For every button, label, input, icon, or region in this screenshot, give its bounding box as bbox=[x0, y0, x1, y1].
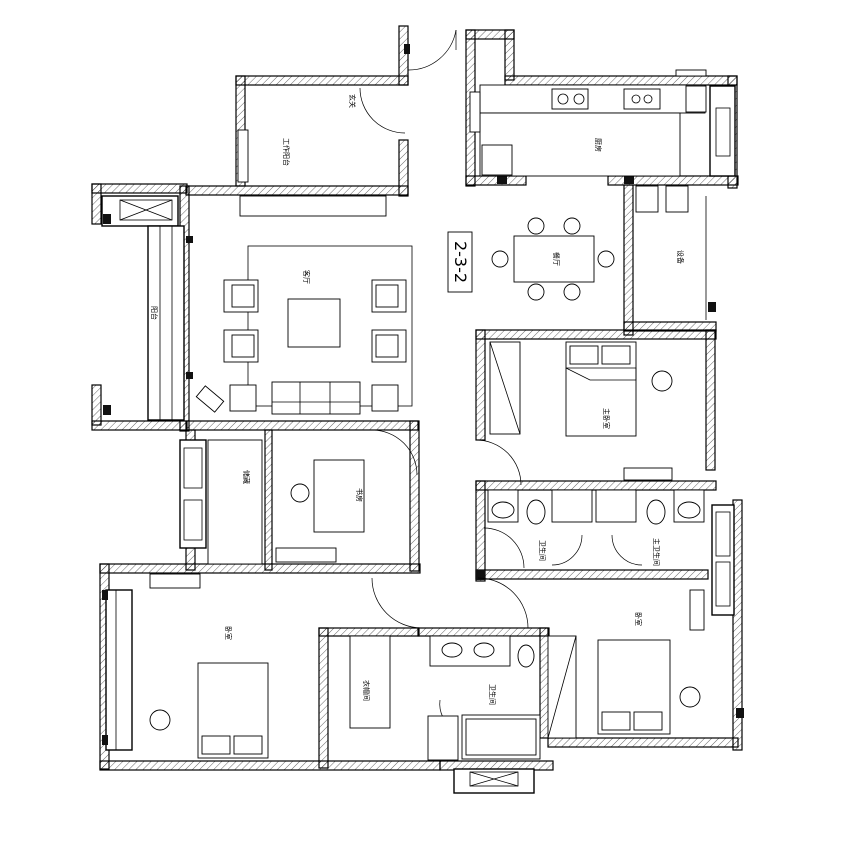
label-cloakroom: 衣帽间 bbox=[362, 680, 371, 701]
study-furniture bbox=[207, 439, 365, 565]
label-study: 书房 bbox=[355, 488, 364, 502]
label-living-room: 客厅 bbox=[302, 270, 311, 284]
label-bedroom-west: 卧室 bbox=[224, 626, 233, 640]
bathroom-fixtures bbox=[427, 489, 705, 761]
label-entrance: 玄关 bbox=[348, 94, 357, 108]
dining-furniture bbox=[491, 217, 615, 301]
label-dining-room: 餐厅 bbox=[552, 252, 561, 266]
label-bedroom-east: 卧室 bbox=[634, 612, 643, 626]
label-bathroom-master: 主卫生间 bbox=[652, 538, 661, 566]
room-labels: 客厅 餐厅 厨房 阳台 主卧室 卧室 卧室 书房 储藏 衣帽间 卫生间 主卫生间… bbox=[150, 94, 685, 705]
kitchen-furniture bbox=[479, 69, 707, 320]
label-balcony: 阳台 bbox=[150, 306, 159, 320]
label-utility: 工作阳台 bbox=[282, 138, 291, 166]
entrance-furniture bbox=[237, 91, 481, 183]
plan-id-plate: 2-3-2 bbox=[447, 231, 473, 293]
label-equipment: 设备 bbox=[676, 250, 685, 264]
label-bathroom-public: 卫生间 bbox=[538, 540, 547, 561]
label-master-bedroom: 主卧室 bbox=[602, 408, 611, 429]
label-bathroom-south: 卫生间 bbox=[488, 684, 497, 705]
living-room-furniture bbox=[195, 195, 413, 415]
plan-id: 2-3-2 bbox=[451, 241, 470, 283]
bedroom-east-furniture bbox=[547, 589, 705, 739]
window-frames bbox=[101, 44, 744, 794]
label-kitchen: 厨房 bbox=[594, 138, 603, 152]
doors bbox=[359, 29, 643, 731]
bedroom-west-furniture bbox=[149, 573, 391, 759]
label-storage: 储藏 bbox=[242, 470, 251, 484]
master-bedroom-furniture bbox=[489, 341, 673, 481]
